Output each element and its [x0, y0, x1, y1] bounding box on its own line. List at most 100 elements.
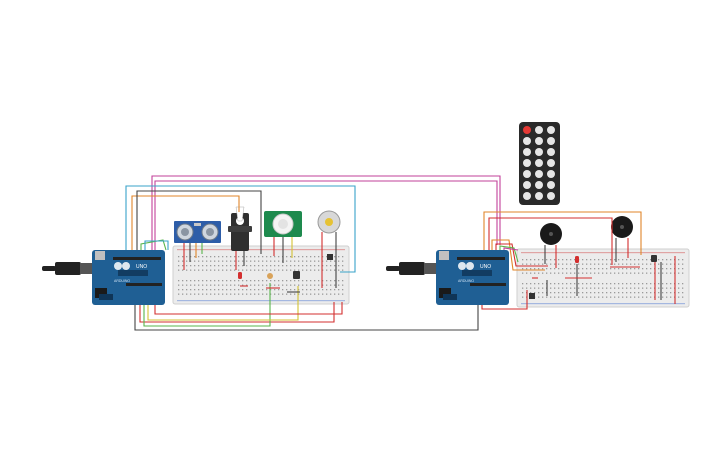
breadboard-hole [274, 284, 276, 286]
breadboard-hole [234, 293, 236, 295]
remote-button-3[interactable] [547, 170, 555, 178]
breadboard-hole [318, 293, 320, 295]
remote-button-4[interactable] [523, 181, 531, 189]
breadboard-hole [522, 259, 524, 261]
remote-button-down-icon[interactable] [523, 148, 531, 156]
right-red-led[interactable] [575, 256, 579, 263]
breadboard-hole [310, 280, 312, 282]
left-arduino-uno[interactable]: UNO ARDUINO [92, 250, 165, 305]
breadboard-hole [562, 263, 564, 265]
right-ir-receiver[interactable] [651, 255, 657, 262]
breadboard-hole [318, 280, 320, 282]
breadboard-hole [634, 272, 636, 274]
breadboard-hole [258, 260, 260, 262]
breadboard-hole [330, 265, 332, 267]
breadboard-hole [250, 256, 252, 258]
breadboard-hole [598, 259, 600, 261]
breadboard-hole [202, 260, 204, 262]
breadboard-holes [178, 256, 344, 295]
right-breadboard[interactable] [516, 248, 690, 308]
left-breadboard[interactable] [172, 245, 350, 305]
remote-button-0[interactable] [523, 159, 531, 167]
piezo-buzzer-1[interactable] [540, 223, 562, 245]
breadboard-hole [338, 256, 340, 258]
breadboard-hole [558, 287, 560, 289]
breadboard-hole [590, 268, 592, 270]
remote-button-st-rept[interactable] [547, 159, 555, 167]
breadboard-hole [186, 265, 188, 267]
left-ir-receiver[interactable] [293, 271, 300, 279]
breadboard-hole [558, 292, 560, 294]
remote-button-vol-up[interactable] [535, 126, 543, 134]
breadboard-hole [254, 280, 256, 282]
remote-button-up-icon[interactable] [547, 148, 555, 156]
servo-motor[interactable] [228, 206, 252, 251]
breadboard-hole [582, 272, 584, 274]
breadboard-hole [178, 256, 180, 258]
breadboard-hole [242, 293, 244, 295]
breadboard-hole [554, 283, 556, 285]
breadboard-hole [194, 256, 196, 258]
remote-button-vol-down[interactable] [535, 148, 543, 156]
breadboard-hole [194, 269, 196, 271]
pir-sensor[interactable] [264, 211, 302, 237]
breadboard-hole [342, 280, 344, 282]
breadboard-hole [206, 260, 208, 262]
breadboard-hole [274, 256, 276, 258]
remote-button-eq[interactable] [535, 159, 543, 167]
right-usb-cable[interactable] [386, 262, 440, 275]
breadboard-hole [274, 280, 276, 282]
breadboard-hole [658, 283, 660, 285]
breadboard-hole [662, 263, 664, 265]
breadboard-hole [570, 272, 572, 274]
breadboard-hole [578, 268, 580, 270]
remote-button-9[interactable] [547, 192, 555, 200]
breadboard-hole [530, 292, 532, 294]
left-usb-cable[interactable] [42, 262, 96, 275]
left-photoresistor[interactable] [267, 273, 273, 279]
remote-button-8[interactable] [535, 192, 543, 200]
right-arduino-uno[interactable]: UNO ARDUINO [436, 250, 509, 305]
breadboard-hole [202, 293, 204, 295]
breadboard-hole [622, 259, 624, 261]
remote-button-6[interactable] [547, 181, 555, 189]
breadboard-hole [274, 265, 276, 267]
dc-motor[interactable] [317, 210, 341, 234]
remote-button-7[interactable] [523, 192, 531, 200]
remote-button-5[interactable] [535, 181, 543, 189]
left-red-led[interactable] [238, 272, 242, 279]
remote-button-func-stop[interactable] [547, 126, 555, 134]
breadboard-hole [678, 263, 680, 265]
right-pushbutton[interactable] [529, 293, 535, 299]
remote-button-rewind-icon[interactable] [523, 137, 531, 145]
breadboard-hole [186, 280, 188, 282]
breadboard-hole [230, 280, 232, 282]
breadboard-hole [546, 296, 548, 298]
breadboard-hole [206, 284, 208, 286]
breadboard-hole [554, 268, 556, 270]
remote-button-play-pause-icon[interactable] [535, 137, 543, 145]
breadboard-hole [634, 296, 636, 298]
remote-button-1[interactable] [523, 170, 531, 178]
breadboard-hole [534, 292, 536, 294]
breadboard-hole [218, 265, 220, 267]
remote-button-2[interactable] [535, 170, 543, 178]
breadboard-hole [278, 284, 280, 286]
breadboard-hole [582, 292, 584, 294]
breadboard-hole [586, 259, 588, 261]
remote-button-power-icon[interactable] [523, 126, 531, 134]
breadboard-hole [622, 287, 624, 289]
ir-remote[interactable] [519, 122, 560, 205]
breadboard-hole [314, 260, 316, 262]
breadboard-hole [198, 265, 200, 267]
breadboard-hole [222, 289, 224, 291]
breadboard-hole [210, 260, 212, 262]
breadboard-hole [314, 256, 316, 258]
ultrasonic-sensor[interactable] [174, 221, 221, 243]
breadboard-hole [530, 272, 532, 274]
remote-button-fast-forward-icon[interactable] [547, 137, 555, 145]
piezo-buzzer-2[interactable] [611, 216, 633, 238]
left-pushbutton[interactable] [327, 254, 333, 260]
breadboard-hole [202, 269, 204, 271]
breadboard-hole [218, 260, 220, 262]
